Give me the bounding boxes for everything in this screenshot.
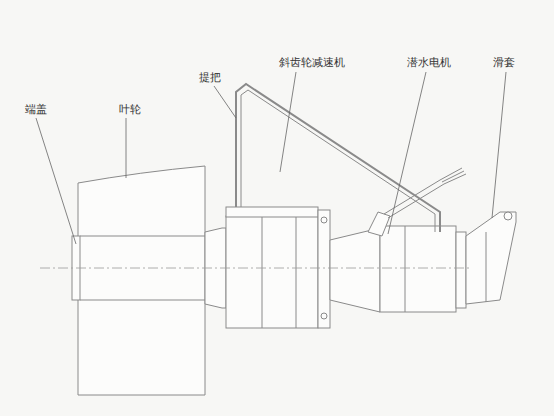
handle [241,90,435,232]
reducer-line [296,217,297,328]
part-label: 端盖 [24,103,48,116]
bolt [321,313,327,319]
part-label: 潜水电机 [406,56,452,69]
cable-strands [440,168,466,184]
impeller-hub-line [80,300,205,301]
leader-line [280,72,296,172]
cable-gland [368,212,390,236]
motor-line [405,226,406,312]
reducer-flange [226,207,318,217]
centerline [40,268,470,269]
impeller-blade [78,166,205,395]
leader-line [388,72,426,234]
leader-line [214,86,236,118]
handle [236,84,440,232]
leader-line [126,118,127,178]
impeller-hub-line [80,236,205,237]
part-label: 叶轮 [118,103,142,116]
sleeve-hole [504,212,512,220]
leader-line [36,118,76,244]
reducer-body [226,216,318,328]
leader-line [492,72,506,218]
part-label: 斜齿轮减速机 [278,56,346,69]
motor-taper [330,228,380,312]
sliding-sleeve [466,212,516,304]
reducer-line [262,217,263,328]
reducer-ring [318,210,330,328]
motor-tail [456,232,466,308]
motor-body [380,226,456,312]
part-label: 滑套 [492,56,516,69]
sleeve-line [486,232,487,302]
part-label: 提把 [198,71,222,84]
bolt [321,217,327,223]
